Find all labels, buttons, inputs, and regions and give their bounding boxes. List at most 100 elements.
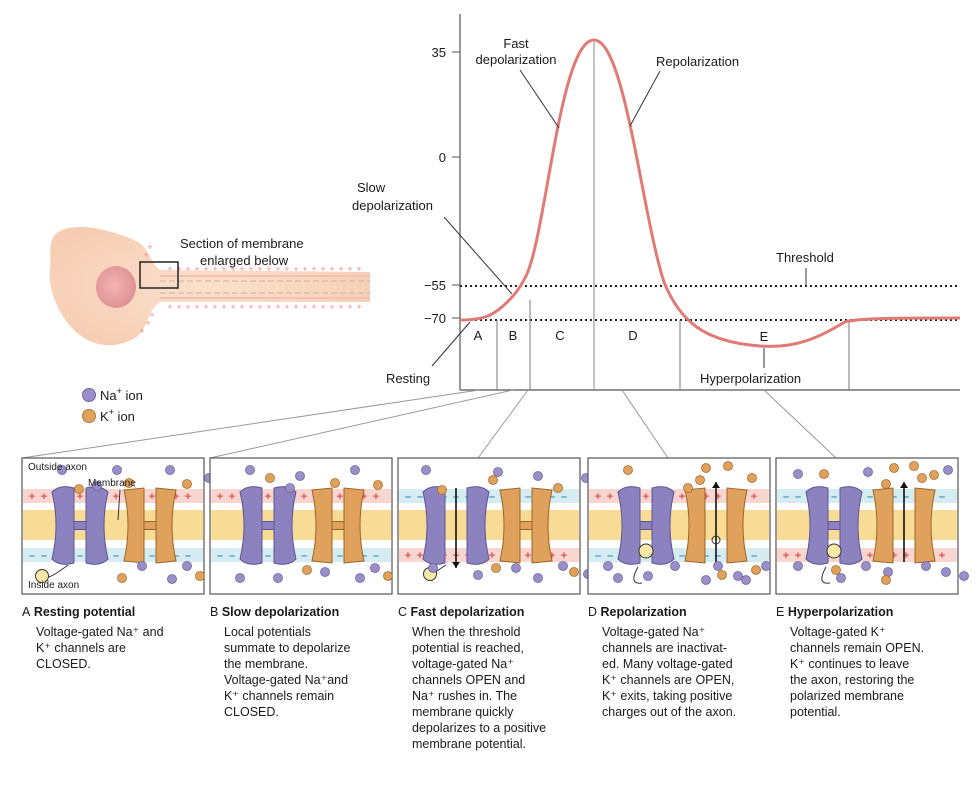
- potassium-ion: [117, 573, 127, 583]
- potassium-ion: [623, 465, 633, 475]
- plus-charge: +: [41, 491, 47, 503]
- plus-charge: +: [338, 302, 343, 312]
- sodium-channel-left-subunit: [239, 486, 263, 565]
- minus-charge: –: [939, 491, 945, 503]
- potassium-ion: [265, 473, 275, 483]
- plus-charge: +: [293, 264, 298, 274]
- phase-label-b: B: [509, 328, 518, 343]
- sodium-ion: [643, 571, 653, 581]
- potassium-channel-gate: [143, 521, 157, 530]
- potassium-ion: [488, 475, 498, 485]
- membrane-core: [23, 510, 203, 540]
- sodium-ion: [285, 483, 295, 493]
- sodium-channel-gate: [827, 521, 841, 530]
- sodium-ion: [863, 467, 873, 477]
- axon-membrane-stripes: [160, 275, 370, 299]
- plus-charge: +: [139, 326, 144, 336]
- inactivation-tether: [633, 566, 643, 584]
- plus-charge: +: [194, 302, 199, 312]
- potassium-channel-gate: [331, 521, 345, 530]
- potassium-channel-right-subunit: [155, 487, 177, 564]
- potassium-channel-left-subunit: [872, 487, 894, 564]
- plus-charge: +: [149, 310, 154, 320]
- minus-charge: –: [361, 550, 367, 562]
- plus-charge: +: [347, 264, 352, 274]
- caption-body: Voltage-gated Na⁺channels are inactivat-…: [602, 625, 737, 719]
- neuron-cell-body: [49, 226, 370, 346]
- plus-charge: +: [703, 491, 709, 503]
- sodium-channel-right-subunit: [839, 486, 863, 565]
- sodium-ion: [883, 567, 893, 577]
- minus-charge: –: [185, 550, 191, 562]
- plus-charge: +: [221, 302, 226, 312]
- minus-charge: –: [217, 550, 223, 562]
- channel-panel-d: ++++++++++++++––––––––––––––: [587, 457, 771, 595]
- plus-charge: +: [185, 491, 191, 503]
- potassium-ion: [569, 567, 579, 577]
- potassium-channel-left-subunit: [311, 487, 333, 564]
- potassium-ion: [683, 483, 693, 493]
- potassium-channel: [872, 487, 936, 564]
- plus-charge: +: [185, 264, 190, 274]
- leader-line: [431, 321, 471, 367]
- plus-charge: +: [607, 491, 613, 503]
- minus-charge: –: [525, 491, 531, 503]
- caption-title: D Repolarization: [588, 605, 687, 619]
- plus-charge: +: [347, 302, 352, 312]
- potassium-ion: [383, 571, 393, 581]
- plus-charge: +: [194, 264, 199, 274]
- minus-charge: –: [831, 491, 837, 503]
- plus-charge: +: [203, 302, 208, 312]
- plus-charge: +: [239, 264, 244, 274]
- sodium-ion: [245, 465, 255, 475]
- plus-charge: +: [230, 302, 235, 312]
- caption-title: E Hyperpolarization: [776, 605, 894, 619]
- minus-charge: –: [607, 550, 613, 562]
- plus-charge: +: [549, 550, 555, 562]
- plus-charge: +: [783, 550, 789, 562]
- sodium-channel: [805, 486, 863, 584]
- caption-d: D Repolarization Voltage-gated Na⁺channe…: [588, 604, 770, 720]
- potassium-ion: [695, 475, 705, 485]
- plus-charge: +: [203, 264, 208, 274]
- sodium-ion: [836, 573, 846, 583]
- sodium-ion: [558, 561, 568, 571]
- potassium-ion-in-pore: [711, 535, 721, 545]
- plus-charge: +: [149, 491, 155, 503]
- minus-charge: –: [783, 491, 789, 503]
- plus-charge: +: [167, 302, 172, 312]
- plus-charge: +: [266, 264, 271, 274]
- plus-charge: +: [221, 264, 226, 274]
- plus-charge: +: [329, 302, 334, 312]
- minus-charge: –: [795, 491, 801, 503]
- sodium-channel: [239, 486, 297, 565]
- threshold-label: Threshold: [776, 250, 834, 265]
- potassium-ion: [917, 473, 927, 483]
- caption-title: B Slow depolarization: [210, 605, 340, 619]
- minus-charge: –: [77, 550, 83, 562]
- plus-charge: +: [176, 264, 181, 274]
- plus-charge: +: [257, 264, 262, 274]
- minus-charge: –: [29, 550, 35, 562]
- minus-charge: –: [751, 550, 757, 562]
- plus-charge: +: [275, 264, 280, 274]
- plus-charge: +: [284, 302, 289, 312]
- inside-axon-label: Inside axon: [28, 580, 79, 591]
- minus-charge: –: [405, 491, 411, 503]
- sodium-ion: [137, 561, 147, 571]
- plus-charge: +: [405, 550, 411, 562]
- potassium-channel-right-subunit: [531, 487, 553, 564]
- plus-charge: +: [417, 550, 423, 562]
- y-tick-label: −70: [424, 311, 446, 326]
- channel-panel-e: ––––––––––––––++++++++++++++: [775, 457, 969, 595]
- minus-charge: –: [891, 491, 897, 503]
- plus-charge: +: [229, 491, 235, 503]
- potassium-ion: [909, 461, 919, 471]
- caption-c: C Fast depolarization When the threshold…: [398, 604, 580, 752]
- plus-charge: +: [561, 550, 567, 562]
- membrane-potential-graph: 35 0 −55 −70 A B C D E Fast depolarizati…: [21, 14, 961, 459]
